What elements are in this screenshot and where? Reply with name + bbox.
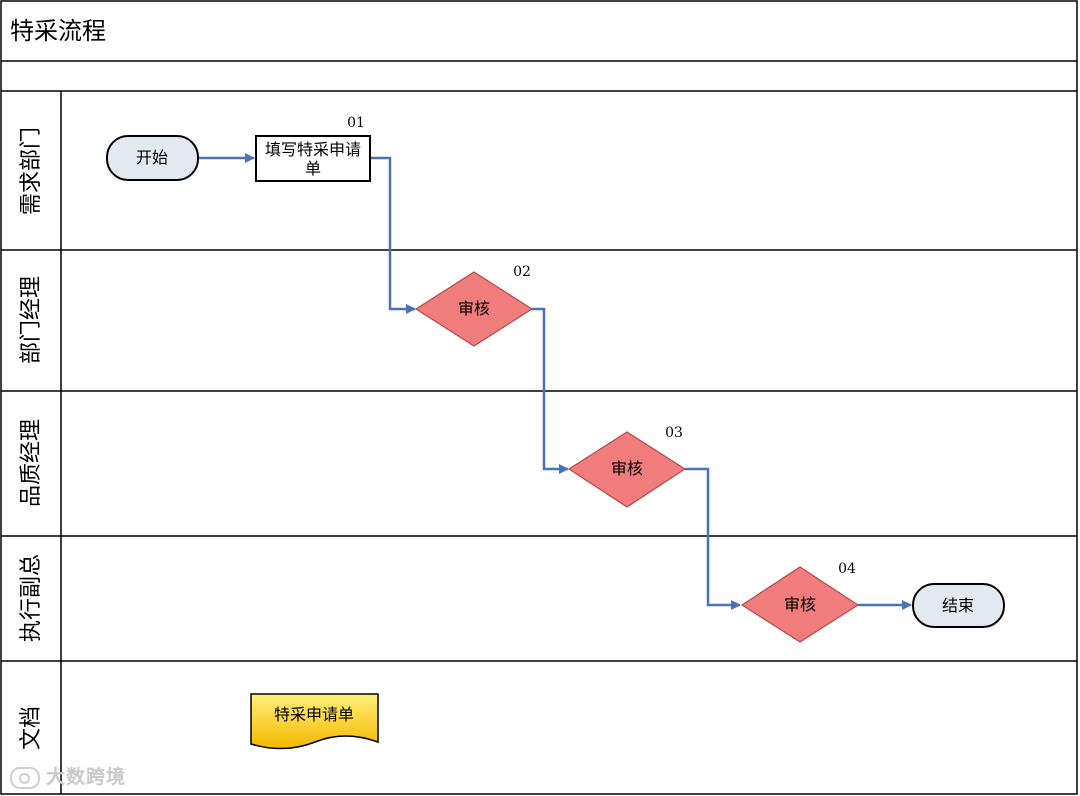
start-terminal [106, 135, 199, 181]
lane-label-dept-manager: 部门经理 [19, 276, 44, 364]
fill-form-label-line1: 填写特采申请 [265, 140, 361, 159]
step-number-02: 02 [513, 264, 531, 280]
lane-label-demand-dept: 需求部门 [19, 127, 44, 215]
review-dept-label: 审核 [458, 299, 490, 318]
connector-fill-to-review-02 [370, 156, 416, 314]
connector-review-03-to-04 [685, 467, 741, 610]
diagram-title: 特采流程 [10, 17, 106, 45]
watermark-text: 大数跨境 [46, 766, 127, 788]
lane-label-executive-vp: 执行副总 [19, 554, 44, 642]
connector-review-02-to-03 [532, 307, 569, 474]
lane-label-quality-manager: 品质经理 [19, 419, 44, 507]
step-number-03: 03 [665, 425, 683, 441]
step-number-01: 01 [347, 115, 365, 131]
document-label: 特采申请单 [274, 705, 354, 724]
end-terminal-label: 结束 [942, 596, 974, 615]
lane-label-documents: 文档 [19, 706, 44, 750]
review-quality-label: 审核 [611, 459, 643, 478]
fill-form-process [255, 135, 371, 182]
step-number-04: 04 [838, 561, 856, 577]
end-terminal [912, 583, 1005, 628]
review-dept-decision [414, 271, 534, 347]
connectors [198, 153, 912, 610]
review-vp-decision [740, 566, 860, 643]
watermark: 大数跨境 [10, 762, 126, 789]
watermark-logo-icon [10, 766, 40, 789]
document-shape [250, 693, 379, 750]
fill-form-label-line2: 单 [305, 159, 321, 178]
review-vp-label: 审核 [784, 595, 816, 614]
start-terminal-label: 开始 [136, 148, 168, 167]
review-quality-decision [567, 431, 687, 508]
